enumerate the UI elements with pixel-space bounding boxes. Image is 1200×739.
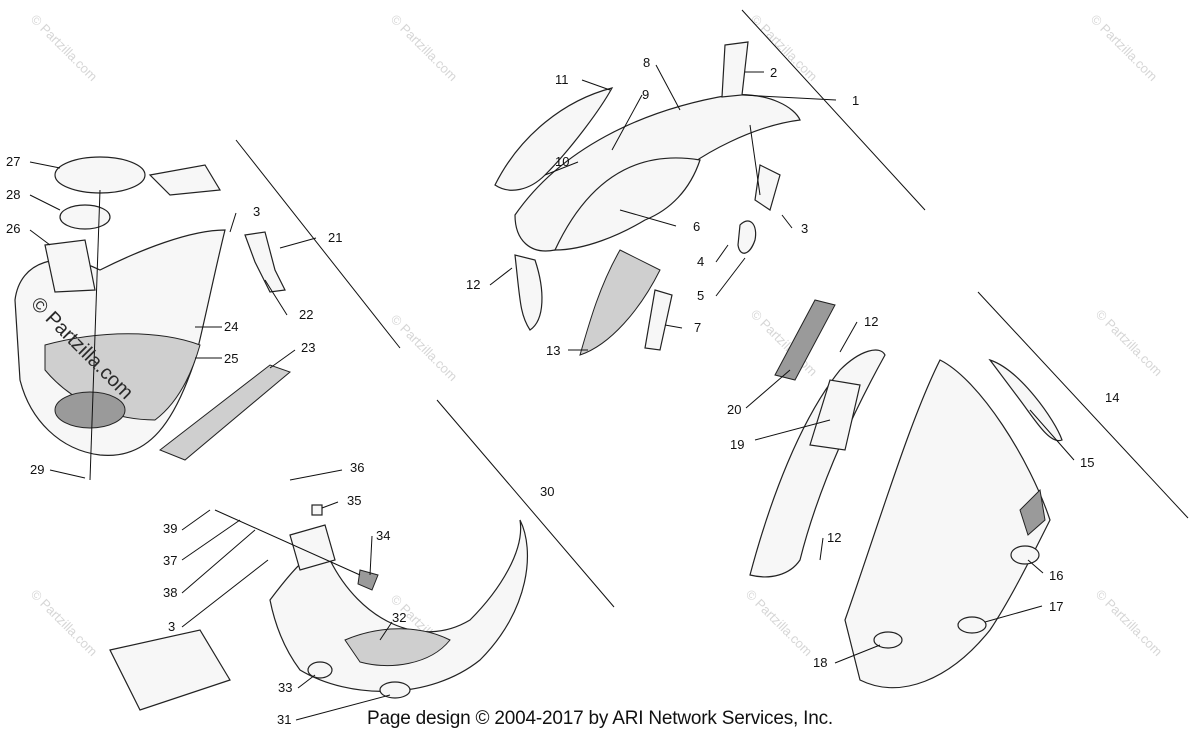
nose-assembly-left: © Partzilla.com	[14, 156, 291, 481]
callout-5: 5	[697, 288, 704, 303]
bracket-1	[741, 9, 926, 211]
trim-7	[644, 289, 673, 351]
callout-39: 39	[163, 521, 177, 536]
leader-lines	[29, 64, 1075, 721]
watermark-text: © Partzilla.com	[388, 312, 461, 385]
clip-5	[737, 220, 757, 254]
bezel-28	[59, 204, 111, 230]
side-decal-13	[579, 249, 661, 356]
callout-35: 35	[347, 493, 361, 508]
bracket-lower	[109, 629, 231, 711]
bracket-21	[235, 139, 401, 349]
callout-15: 15	[1080, 455, 1094, 470]
callout-37: 37	[163, 553, 177, 568]
callout-21: 21	[328, 230, 342, 245]
lens-26	[44, 239, 96, 293]
watermark-text: © Partzilla.com	[743, 587, 816, 660]
callout-18: 18	[813, 655, 827, 670]
vent-opening	[809, 379, 861, 451]
fastener-axis	[214, 509, 361, 576]
callout-36: 36	[350, 460, 364, 475]
bracket-14	[977, 291, 1189, 519]
side-panel-left	[494, 87, 614, 191]
callout-3: 3	[168, 619, 175, 634]
callout-7: 7	[694, 320, 701, 335]
reflector-33	[307, 661, 333, 679]
callout-10: 10	[555, 154, 569, 169]
gasket-27	[54, 156, 146, 194]
dark-insert	[1019, 488, 1046, 536]
callout-4: 4	[697, 254, 704, 269]
callout-27: 27	[6, 154, 20, 169]
windscreen-15	[988, 358, 1063, 442]
watermark-text: © Partzilla.com	[28, 12, 101, 85]
decal-32	[344, 628, 451, 667]
callout-12: 12	[466, 277, 480, 292]
callout-24: 24	[224, 319, 238, 334]
side-panel-19	[749, 349, 886, 578]
reflector-16	[1010, 545, 1040, 565]
callout-12: 12	[864, 314, 878, 329]
callout-33: 33	[278, 680, 292, 695]
watermark-text: © Partzilla.com	[1093, 307, 1166, 380]
callout-29: 29	[30, 462, 44, 477]
trim-22	[244, 231, 286, 293]
callout-28: 28	[6, 187, 20, 202]
callout-12: 12	[827, 530, 841, 545]
callout-31: 31	[277, 712, 291, 727]
callout-14: 14	[1105, 390, 1119, 405]
callout-26: 26	[6, 221, 20, 236]
headlight-opening	[54, 391, 126, 429]
callout-19: 19	[730, 437, 744, 452]
callout-16: 16	[1049, 568, 1063, 583]
watermark-text: © Partzilla.com	[1088, 12, 1161, 85]
callout-20: 20	[727, 402, 741, 417]
watermark-text: © Partzilla.com	[748, 12, 821, 85]
reflector-18	[873, 631, 903, 649]
callout-2: 2	[770, 65, 777, 80]
windshield-inner-panel	[554, 157, 701, 251]
bracket-right	[754, 164, 781, 211]
decal-23	[159, 364, 291, 461]
group-brackets	[235, 9, 1189, 608]
clip-35	[311, 504, 323, 516]
callout-6: 6	[693, 219, 700, 234]
callout-32: 32	[392, 610, 406, 625]
callout-38: 38	[163, 585, 177, 600]
bracket-30	[436, 399, 615, 608]
callout-labels: 1 2 3 4 5 6 7 8 9 10 11 12 13 12 12 14 1…	[6, 55, 1119, 727]
lower-nose-assembly	[109, 504, 529, 711]
callout-17: 17	[1049, 599, 1063, 614]
side-panel-assembly	[749, 299, 1063, 689]
callout-25: 25	[224, 351, 238, 366]
reflector-17	[957, 616, 987, 634]
reflector-31	[379, 681, 411, 699]
copyright-footer: Page design © 2004-2017 by ARI Network S…	[367, 708, 833, 729]
callout-3: 3	[253, 204, 260, 219]
windshield-tab	[721, 41, 749, 98]
callout-8: 8	[643, 55, 650, 70]
fastener-line	[749, 124, 761, 196]
fastener-34	[357, 569, 379, 591]
callout-9: 9	[642, 87, 649, 102]
callout-11: 11	[555, 72, 569, 87]
callout-23: 23	[301, 340, 315, 355]
watermark-text: © Partzilla.com	[28, 587, 101, 660]
callout-3: 3	[801, 221, 808, 236]
hood-assembly	[494, 41, 801, 356]
left-bracket	[514, 254, 543, 331]
callout-13: 13	[546, 343, 560, 358]
vent-20	[774, 299, 836, 381]
callout-34: 34	[376, 528, 390, 543]
watermark-text: © Partzilla.com	[388, 12, 461, 85]
watermark-text: © Partzilla.com	[1093, 587, 1166, 660]
fastener-29-line	[89, 189, 101, 481]
bracket-upper	[148, 164, 222, 196]
callout-1: 1	[852, 93, 859, 108]
callout-22: 22	[299, 307, 313, 322]
callout-30: 30	[540, 484, 554, 499]
